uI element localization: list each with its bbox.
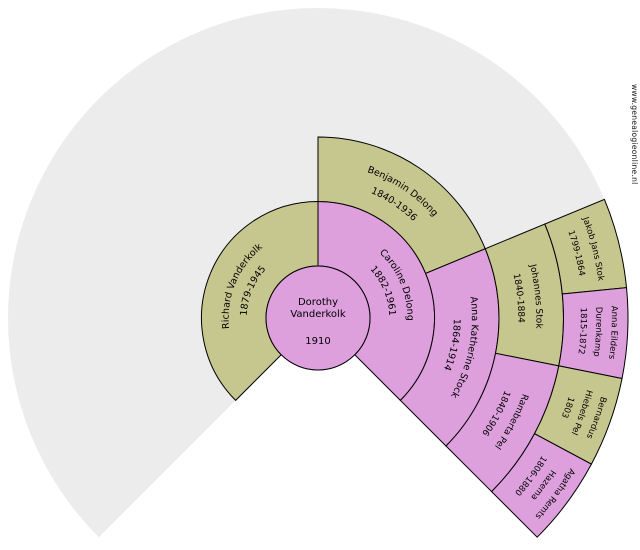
person-name: Anna Eilders: [606, 306, 619, 361]
fan-segment-agatha-remts-hazema: [490, 433, 593, 538]
center-person-circle: [265, 265, 371, 371]
center-person-years: 1910: [305, 336, 330, 347]
person-name: Durenkamp: [591, 307, 604, 358]
center-person-name: Dorothy: [298, 297, 338, 308]
person-years: 1815-1872: [575, 307, 587, 354]
watermark-url: www.genealogieonline.nl: [630, 84, 639, 185]
center-person-name: Vanderkolk: [290, 309, 345, 320]
